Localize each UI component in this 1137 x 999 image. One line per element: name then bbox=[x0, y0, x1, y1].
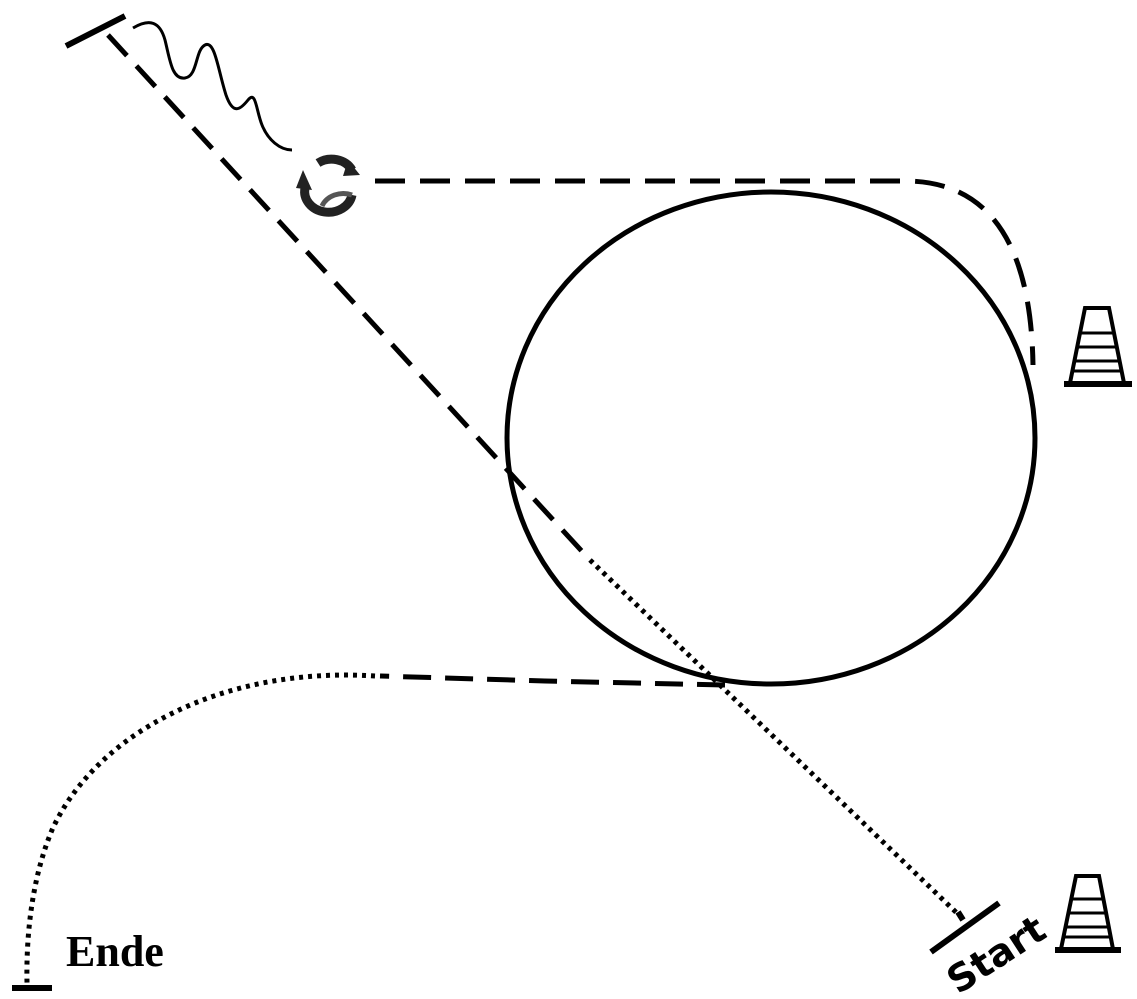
circle-track bbox=[504, 189, 1038, 687]
exit-dashed-path bbox=[379, 673, 726, 688]
wavy-line bbox=[132, 21, 293, 152]
start-marker-bar bbox=[929, 900, 1001, 955]
rotate-arrows-icon bbox=[296, 154, 360, 217]
diagonal-dashed-path bbox=[106, 33, 592, 562]
finish-dotted-path bbox=[24, 672, 376, 984]
end-label: Ende bbox=[66, 927, 164, 976]
diagonal-dotted-path bbox=[588, 558, 964, 920]
rotation-return-dashed-path bbox=[375, 178, 1036, 366]
top-marker-bar bbox=[64, 13, 127, 49]
traffic-cone-icon-start bbox=[1055, 874, 1121, 953]
start-marker-tick bbox=[955, 910, 966, 922]
traffic-cone-icon bbox=[1064, 306, 1132, 387]
start-label: Start bbox=[939, 907, 1054, 999]
